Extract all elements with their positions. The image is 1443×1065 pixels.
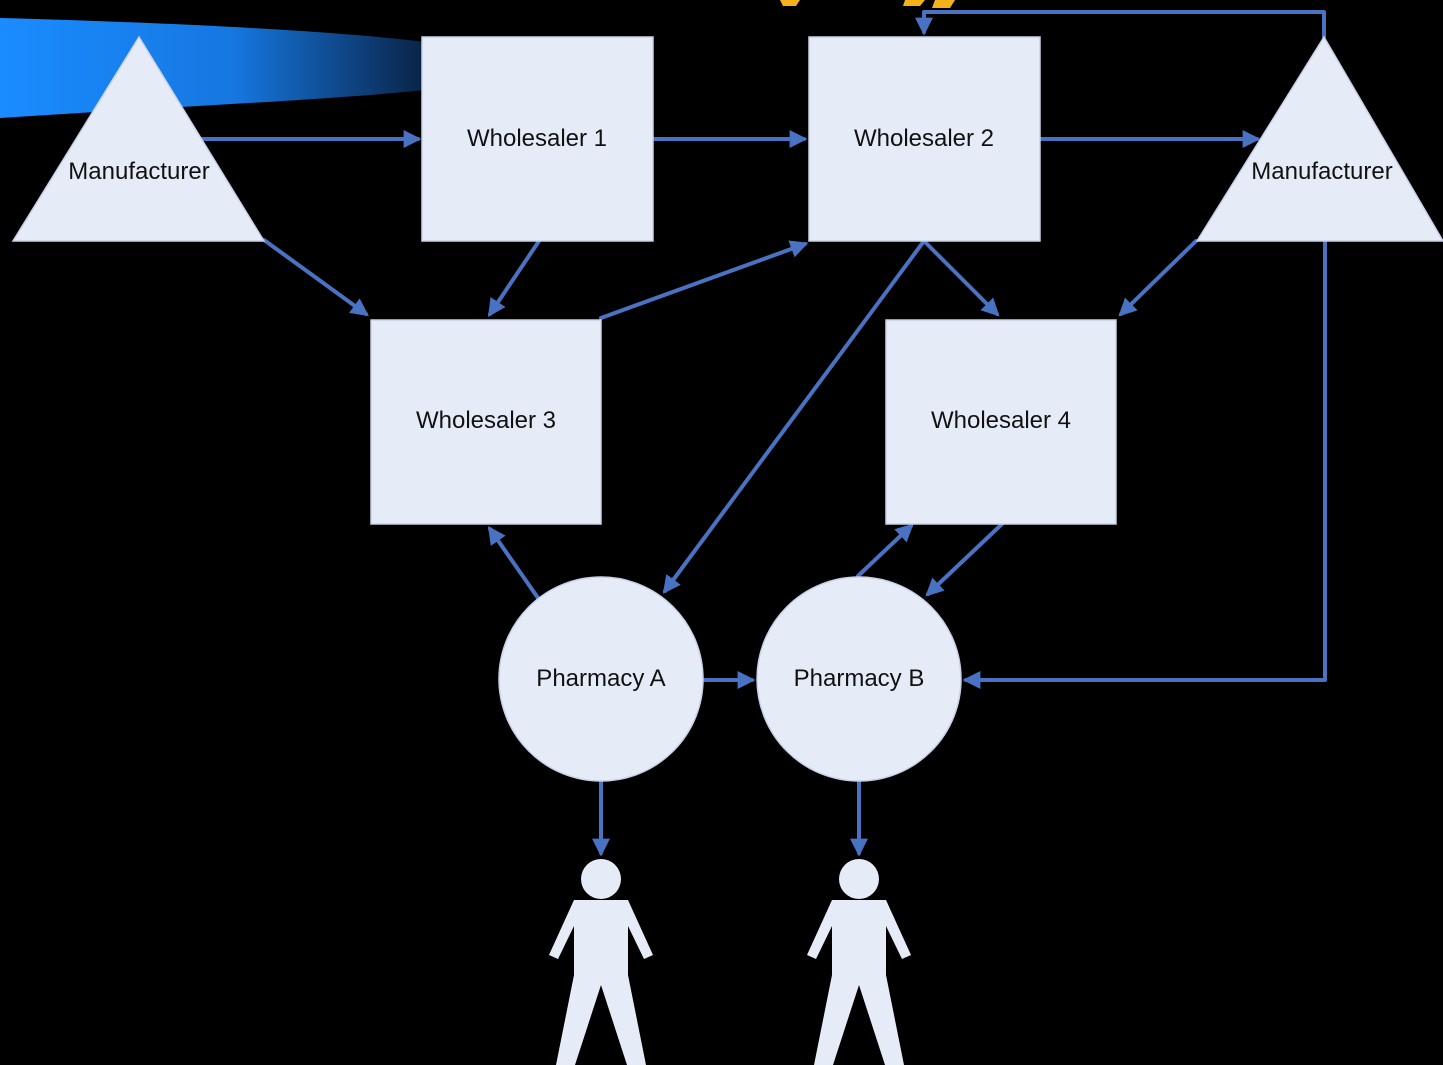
edge-wholesaler-4-to-pharmacy-b — [925, 522, 1004, 597]
edge-manufacturer-right-to-wholesaler-2 — [915, 10, 1326, 39]
title-banner-swoosh — [0, 18, 425, 118]
wholesaler-4-node — [885, 319, 1117, 525]
title-text-fragment — [780, 0, 955, 8]
edge-wholesaler-1-to-wholesaler-3 — [487, 239, 541, 317]
edge-pharmacy-a-to-wholesaler-3 — [487, 526, 540, 600]
edge-manufacturer-left-to-wholesaler-3 — [262, 238, 369, 317]
edge-wholesaler-3-to-wholesaler-2 — [599, 240, 809, 320]
edge-wholesaler-2-to-pharmacy-a — [662, 239, 926, 594]
pharmacy-b-node — [756, 576, 962, 782]
wholesaler-1-node — [421, 36, 654, 242]
manufacturer-left-node — [11, 35, 266, 242]
edges — [198, 10, 1327, 857]
wholesaler-2-node — [808, 36, 1041, 242]
pharmacy-a-node — [498, 576, 704, 782]
manufacturer-right-node — [1195, 35, 1443, 242]
edge-wholesaler-2-to-wholesaler-4 — [922, 239, 1000, 317]
edge-manufacturer-right-to-wholesaler-4 — [1118, 239, 1198, 317]
wholesaler-3-node — [370, 319, 602, 525]
edge-manufacturer-right-to-pharmacy-b — [962, 239, 1327, 689]
edge-pharmacy-b-to-wholesaler-4 — [856, 523, 914, 578]
patient-b-person-icon — [807, 859, 911, 1065]
patient-a-person-icon — [549, 859, 653, 1065]
